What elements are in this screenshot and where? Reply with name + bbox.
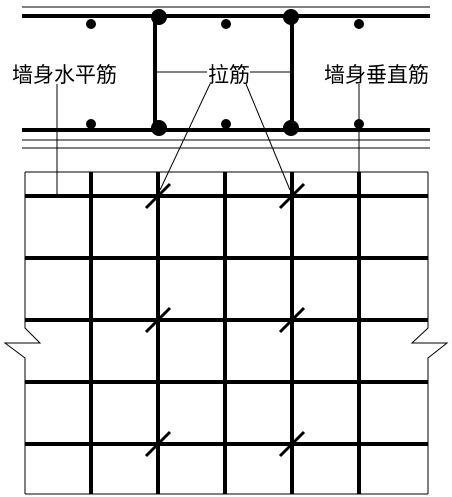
tie-bar-mark <box>144 430 172 458</box>
tie-bar-mark <box>278 182 306 210</box>
label-vertical-bar: 墙身垂直筋 <box>324 63 429 87</box>
vertical-bars <box>89 172 361 494</box>
label-horizontal-bar: 墙身水平筋 <box>12 63 117 87</box>
label-tie-bar: 拉筋 <box>208 63 250 87</box>
vertical-bar-dot <box>86 19 96 29</box>
tie-bars <box>144 182 306 458</box>
tie-bar-mark <box>278 306 306 334</box>
leader-tie-bar-left <box>159 83 211 191</box>
tie-bar-mark <box>278 430 306 458</box>
vertical-bar-dot <box>86 119 96 129</box>
plan-view: 墙身水平筋 拉筋 墙身垂直筋 <box>12 6 430 196</box>
vertical-bar-dot <box>221 19 231 29</box>
leader-tie-bar-right <box>245 83 291 191</box>
vertical-bar-dot <box>283 9 299 25</box>
tie-bar-mark <box>144 182 172 210</box>
vertical-bar-dot <box>354 19 364 29</box>
vertical-bar-dot <box>151 120 167 136</box>
elevation-view <box>3 171 449 495</box>
vertical-bar-dot <box>283 120 299 136</box>
tie-bar-mark <box>144 306 172 334</box>
vertical-bar-dot <box>151 9 167 25</box>
vertical-bar-dot <box>221 119 231 129</box>
tie-box <box>153 14 294 132</box>
